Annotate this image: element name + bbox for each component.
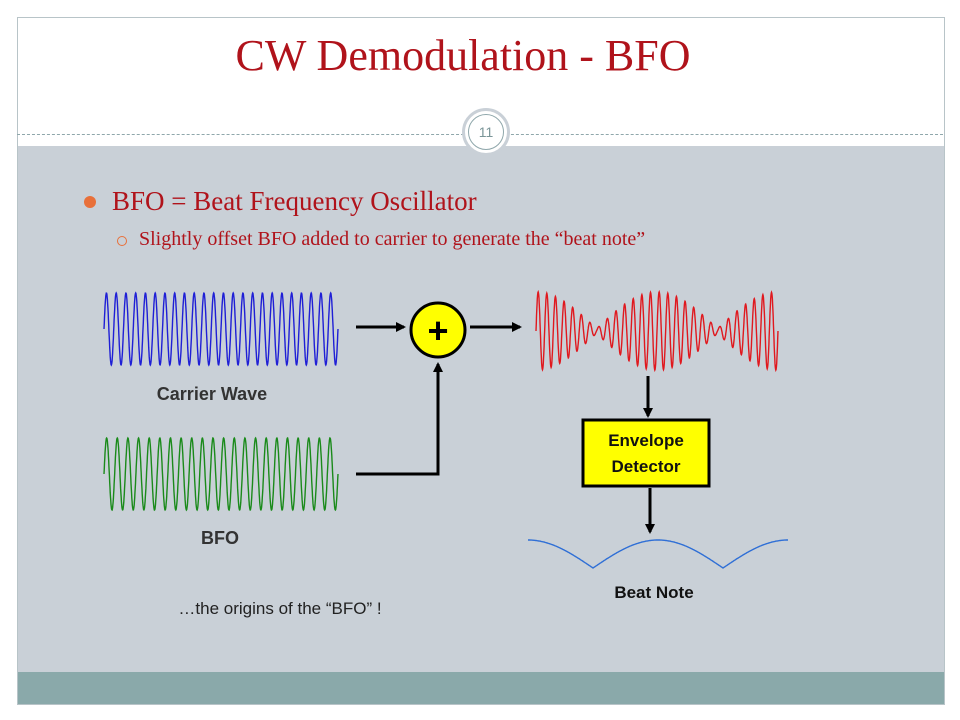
adder-plus: + bbox=[427, 310, 448, 351]
bullet-sub: Slightly offset BFO added to carrier to … bbox=[139, 228, 646, 250]
detector-label-line1: Envelope bbox=[608, 431, 684, 450]
bullet-dot bbox=[84, 196, 96, 208]
carrier-waveform bbox=[103, 291, 339, 367]
page-number-badge: 11 bbox=[462, 108, 510, 156]
bfo-label: BFO bbox=[201, 528, 239, 548]
bfo-to-adder-arrow bbox=[356, 362, 443, 476]
page-number: 11 bbox=[468, 114, 504, 150]
beat-note-label: Beat Note bbox=[614, 583, 693, 602]
content-area bbox=[18, 146, 944, 672]
adder-circle bbox=[409, 301, 467, 359]
sum-waveform bbox=[535, 289, 779, 373]
footer-bar bbox=[18, 672, 944, 704]
sub-bullet-marker bbox=[117, 236, 127, 246]
bullet-main: BFO = Beat Frequency Oscillator bbox=[112, 186, 477, 216]
carrier-wave-label: Carrier Wave bbox=[157, 384, 267, 404]
beat-note-waveform bbox=[528, 539, 788, 569]
envelope-detector-box bbox=[581, 418, 711, 488]
detector-label-line2: Detector bbox=[612, 457, 681, 476]
bfo-waveform bbox=[103, 436, 339, 512]
slide-title: CW Demodulation - BFO bbox=[235, 31, 691, 80]
origin-note: …the origins of the “BFO” ! bbox=[178, 599, 381, 618]
